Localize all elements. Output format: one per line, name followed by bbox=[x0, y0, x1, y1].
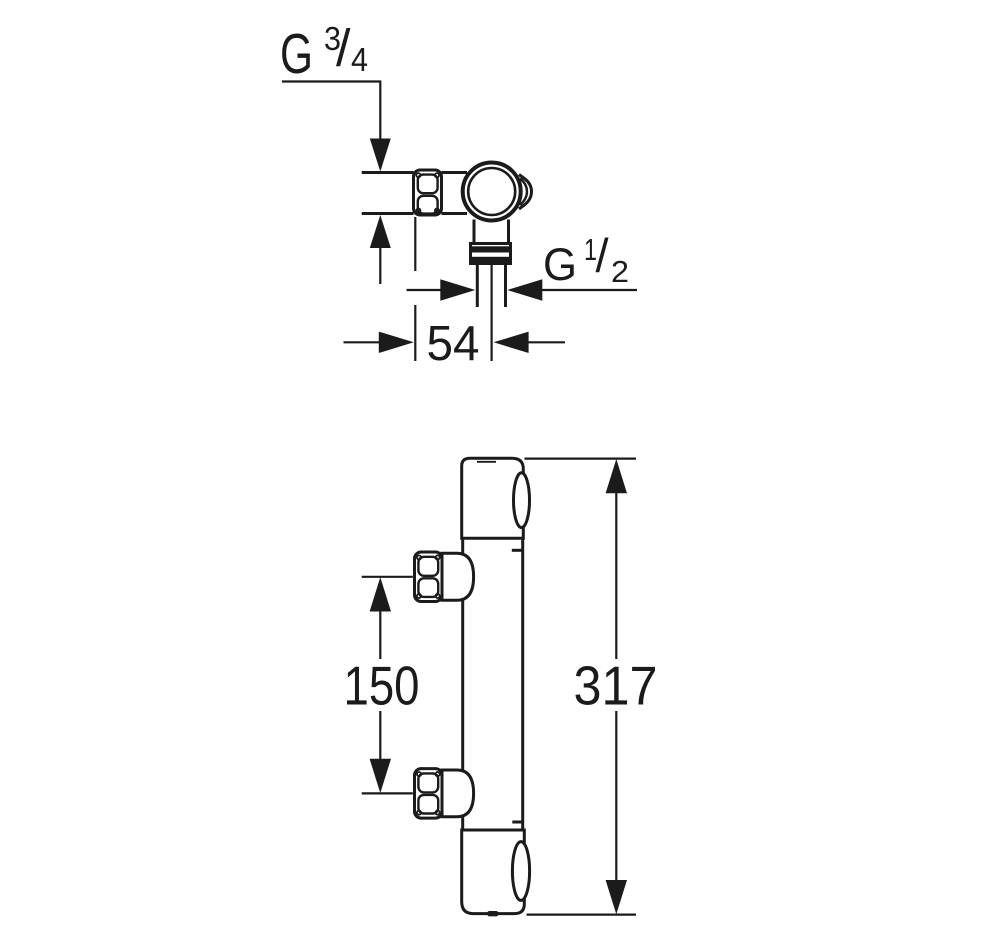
outlet-collar bbox=[469, 242, 512, 265]
nut-corner bbox=[415, 771, 422, 778]
nut-corner bbox=[434, 593, 441, 600]
knob-inner-ring bbox=[466, 166, 517, 217]
nut-corner bbox=[415, 554, 422, 561]
arrow-right-icon bbox=[378, 331, 414, 353]
cap-notch bbox=[487, 911, 499, 917]
collar-band bbox=[470, 246, 511, 253]
knob-profile bbox=[512, 471, 531, 530]
inlet-thread-denominator: 4 bbox=[351, 41, 368, 78]
outlet-thread-symbol: G bbox=[543, 239, 577, 290]
arrow-left-icon bbox=[493, 331, 529, 353]
front-view: 150 317 bbox=[344, 456, 658, 917]
fraction-slash: / bbox=[596, 229, 610, 282]
nut-facet bbox=[417, 772, 440, 794]
top-cap bbox=[460, 456, 531, 540]
nut-facet bbox=[417, 577, 440, 599]
nut-corner bbox=[415, 207, 422, 214]
inlet-leader-line bbox=[282, 80, 391, 284]
collar-band bbox=[470, 256, 511, 264]
port-spacing-value: 150 bbox=[344, 655, 420, 717]
outlet-thread-label: G 1 / 2 bbox=[543, 229, 629, 290]
outlet-neck bbox=[472, 219, 510, 244]
outlet-offset-value: 54 bbox=[427, 317, 480, 371]
arrow-left-icon bbox=[507, 279, 543, 301]
fraction-slash: / bbox=[336, 20, 351, 78]
leader-line bbox=[282, 80, 382, 140]
top-view: G 3 / 4 bbox=[280, 20, 637, 371]
nut-facet bbox=[416, 194, 439, 215]
connection-boss bbox=[440, 768, 476, 819]
arrow-up-icon bbox=[369, 215, 391, 248]
outlet-thread-numerator: 1 bbox=[584, 232, 597, 267]
nut-corner bbox=[433, 207, 440, 214]
overall-height-dimension: 317 bbox=[524, 457, 658, 916]
nut-corner bbox=[434, 554, 441, 561]
grip-inner bbox=[519, 177, 529, 206]
nut-corner bbox=[434, 771, 441, 778]
nut-facet bbox=[417, 793, 440, 815]
knob-profile bbox=[510, 840, 532, 902]
outlet-thread-denominator: 2 bbox=[611, 254, 629, 289]
nut-corner bbox=[434, 809, 441, 816]
arrow-right-icon bbox=[440, 279, 476, 301]
valve-body bbox=[441, 171, 467, 215]
handle-grip-tab bbox=[518, 173, 534, 211]
nut-corner bbox=[433, 172, 440, 179]
handle-knob bbox=[460, 160, 523, 223]
nut-corner bbox=[415, 172, 422, 179]
port-spacing-dimension: 150 bbox=[344, 575, 420, 795]
outlet-offset-dimension: 54 bbox=[343, 217, 565, 371]
outlet-thread-dimension bbox=[406, 279, 637, 301]
arrow-up-icon bbox=[605, 459, 627, 494]
bottom-cap bbox=[460, 828, 532, 917]
inlet-thread-symbol: G bbox=[280, 22, 313, 86]
nut-facet bbox=[416, 173, 439, 195]
cap-outline bbox=[460, 828, 526, 916]
inlet-thread-label: G 3 / 4 bbox=[280, 20, 368, 87]
arrow-up-icon bbox=[369, 577, 391, 612]
arrow-down-icon bbox=[369, 138, 391, 172]
knob-outer-ring bbox=[460, 160, 523, 223]
nut-corner bbox=[415, 809, 422, 816]
arrow-down-icon bbox=[369, 758, 391, 793]
outlet-pipe bbox=[475, 263, 507, 361]
overall-height-value: 317 bbox=[574, 655, 658, 717]
lower-connection bbox=[413, 767, 476, 820]
grip-outer bbox=[518, 173, 534, 211]
arrow-down-icon bbox=[605, 880, 627, 915]
inlet-thread-numerator: 3 bbox=[324, 20, 341, 57]
upper-connection bbox=[413, 550, 476, 603]
connection-boss bbox=[440, 551, 476, 602]
nut-facet bbox=[417, 555, 440, 577]
inlet-union-nut bbox=[412, 168, 443, 217]
inlet-pipe bbox=[361, 171, 414, 215]
cap-outline bbox=[460, 456, 525, 540]
nut-corner bbox=[415, 593, 422, 600]
